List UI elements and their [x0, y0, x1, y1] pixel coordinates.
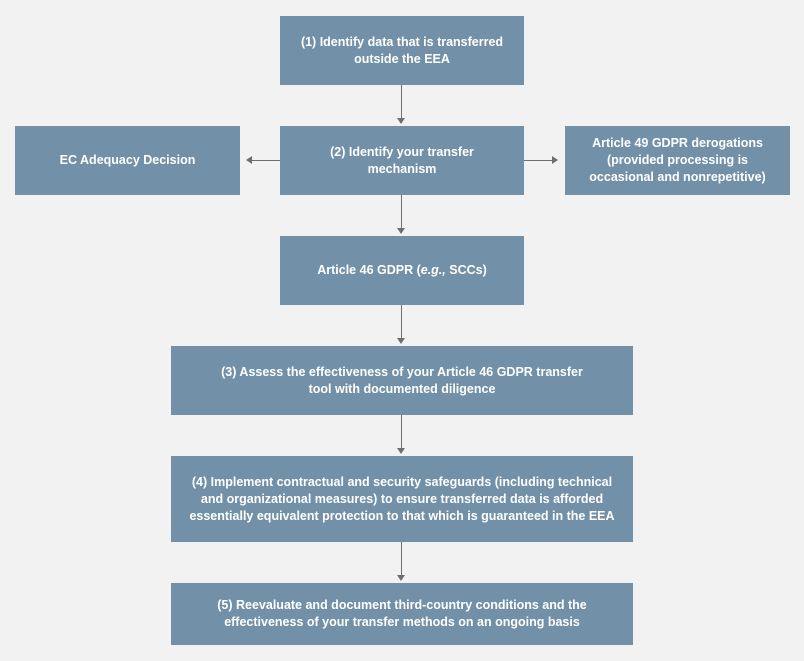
arrowhead-2-49: [552, 156, 558, 164]
connector-1-2: [401, 85, 402, 119]
ec-adequacy-box: EC Adequacy Decision: [15, 126, 240, 195]
article-46-text: Article 46 GDPR (e.g., SCCs): [317, 262, 487, 279]
step-5-box: (5) Reevaluate and document third-countr…: [171, 583, 633, 645]
step-5-text: (5) Reevaluate and document third-countr…: [217, 598, 587, 629]
article-46-suffix: SCCs): [445, 263, 487, 277]
arrowhead-4-5: [397, 575, 405, 581]
step-3-text: (3) Assess the effectiveness of your Art…: [221, 364, 583, 396]
article-49-box: Article 49 GDPR derogations (provided pr…: [565, 126, 790, 195]
connector-3-4: [401, 415, 402, 449]
step-1-text: (1) Identify data that is transferred ou…: [300, 34, 504, 66]
step-4-box: (4) Implement contractual and security s…: [171, 456, 633, 542]
ec-adequacy-text: EC Adequacy Decision: [59, 153, 196, 167]
connector-46-3: [401, 305, 402, 339]
step-1-box: (1) Identify data that is transferred ou…: [280, 16, 524, 85]
arrowhead-1-2: [397, 118, 405, 124]
connector-2-49: [524, 160, 552, 161]
connector-2-46: [401, 195, 402, 229]
connector-4-5: [401, 542, 402, 576]
step-4-text: (4) Implement contractual and security s…: [189, 474, 615, 523]
arrowhead-3-4: [397, 448, 405, 454]
arrowhead-46-3: [397, 338, 405, 344]
article-46-prefix: Article 46 GDPR (: [317, 263, 421, 277]
step-2-text: (2) Identify your transfer mechanism: [330, 144, 474, 176]
step-3-box: (3) Assess the effectiveness of your Art…: [171, 346, 633, 415]
arrowhead-2-ec: [246, 156, 252, 164]
connector-2-ec: [252, 160, 280, 161]
article-46-box: Article 46 GDPR (e.g., SCCs): [280, 236, 524, 305]
article-46-eg: e.g.,: [420, 263, 446, 277]
step-2-box: (2) Identify your transfer mechanism: [280, 126, 524, 195]
arrowhead-2-46: [397, 228, 405, 234]
article-49-text: Article 49 GDPR derogations (provided pr…: [589, 136, 766, 184]
